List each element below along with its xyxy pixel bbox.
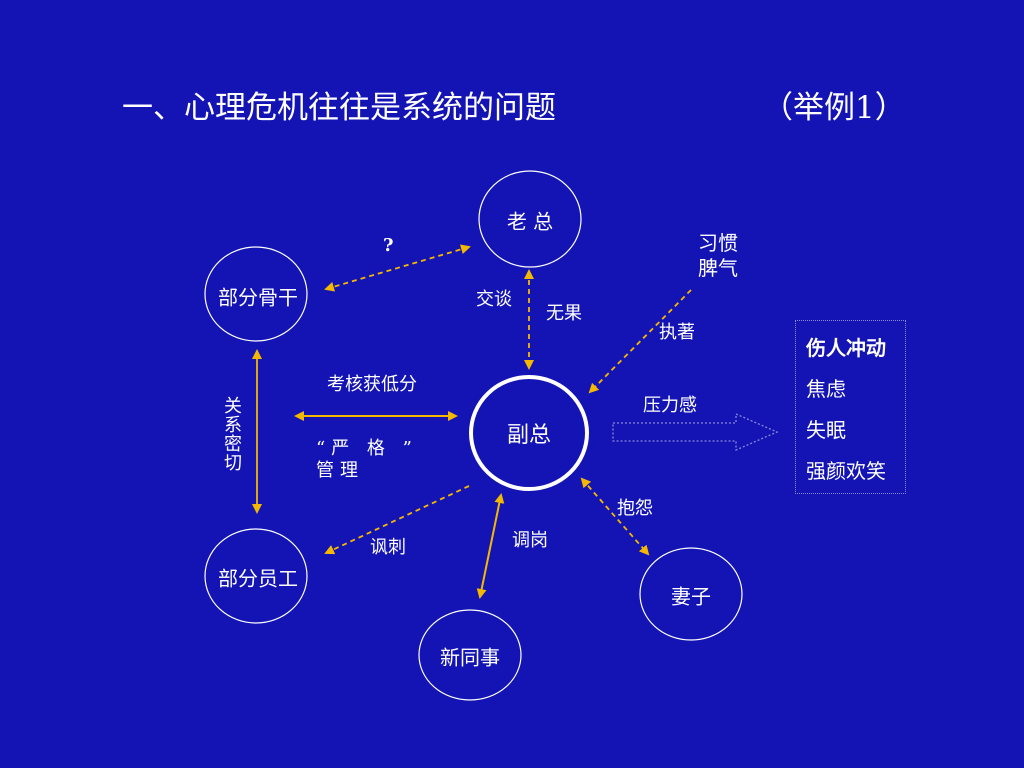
example-label: （举例1） <box>762 90 906 126</box>
label-tiaogang: 调岗 <box>512 530 548 551</box>
node-circle-bufen-gugan <box>204 246 308 342</box>
node-circle-fuzong <box>469 375 589 491</box>
arrow-gugan-laozong <box>324 244 471 292</box>
node-circle-bufen-yuangong <box>204 528 308 624</box>
label-fengci: 讽刺 <box>370 537 406 558</box>
label-wuguo: 无果 <box>546 303 582 324</box>
arrow-xiguan-fuzong <box>588 289 692 394</box>
node-label-bufen-yuangong: 部分员工 <box>218 566 298 591</box>
label-yange: “严 格 ” 管理 <box>316 438 418 481</box>
node-label-xin-tongshi: 新同事 <box>440 645 500 670</box>
node-circle-qizi <box>639 547 743 641</box>
slide-title: 一、心理危机往往是系统的问题 <box>122 90 556 126</box>
arrow-fuzong-xintongshi <box>476 493 505 599</box>
label-kaohe: 考核获低分 <box>327 374 417 395</box>
label-question: ? <box>383 235 394 256</box>
node-circle-xin-tongshi <box>418 609 522 701</box>
node-label-fuzong: 副总 <box>506 423 552 448</box>
symptom-item: 伤人冲动 <box>806 336 886 360</box>
label-xiguan: 习惯 <box>698 231 738 255</box>
label-baoyuan: 抱怨 <box>617 498 653 519</box>
node-label-laozong: 老 总 <box>506 209 554 234</box>
label-jiaotan: 交谈 <box>476 289 512 310</box>
node-label-qizi: 妻子 <box>671 584 711 609</box>
node-circle-laozong <box>478 170 582 268</box>
label-zhizhu: 执著 <box>659 322 695 343</box>
symptom-item: 强颜欢笑 <box>806 459 886 483</box>
symptom-item: 焦虑 <box>806 377 846 401</box>
pressure-arrow <box>612 413 779 451</box>
label-guanxi: 关系密切 <box>224 396 242 474</box>
label-yaligan: 压力感 <box>643 395 697 416</box>
arrow-fuzong-qizi <box>580 477 650 556</box>
symptoms-box: 伤人冲动 焦虑 失眠 强颜欢笑 <box>795 320 906 494</box>
label-piqi: 脾气 <box>698 256 738 280</box>
node-label-bufen-gugan: 部分骨干 <box>218 285 298 310</box>
symptom-item: 失眠 <box>806 418 846 442</box>
